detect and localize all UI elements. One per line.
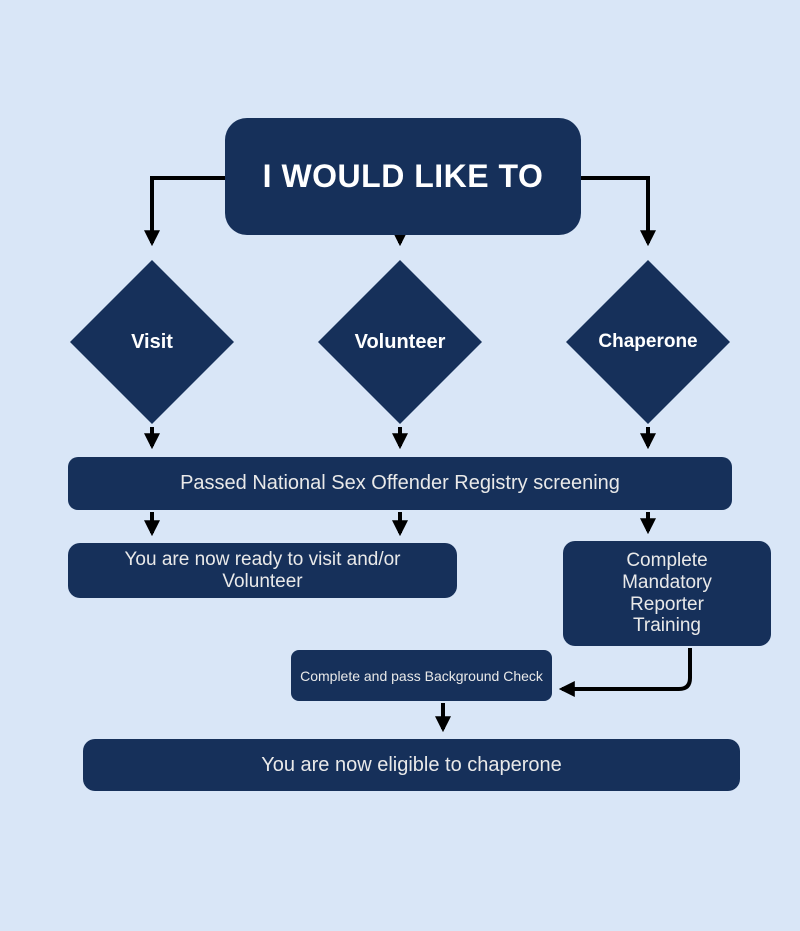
visit-label: Visit — [131, 330, 173, 353]
diamond-volunteer: Volunteer — [318, 260, 482, 424]
screening-label: Passed National Sex Offender Registry sc… — [180, 472, 620, 494]
eligible-label: You are now eligible to chaperone — [261, 753, 562, 776]
background-check-node: Complete and pass Background Check — [291, 650, 552, 701]
arrow-training-to-background-check — [558, 648, 692, 697]
title-label: I WOULD LIKE TO — [262, 158, 544, 194]
ready-node: You are now ready to visit and/or Volunt… — [68, 543, 457, 598]
eligible-node: You are now eligible to chaperone — [83, 739, 740, 791]
title-node: I WOULD LIKE TO — [225, 118, 581, 235]
mandatory-training-node: Complete Mandatory Reporter Training — [563, 541, 771, 646]
arrow-title-to-chaperone — [581, 176, 656, 247]
chaperone-label: Chaperone — [598, 331, 698, 352]
mandatory-training-label: Complete Mandatory Reporter Training — [622, 549, 712, 637]
diamond-visit: Visit — [70, 260, 234, 424]
background-check-label: Complete and pass Background Check — [300, 667, 543, 684]
diamond-chaperone: Chaperone — [566, 260, 730, 424]
volunteer-label: Volunteer — [354, 330, 446, 353]
ready-label: You are now ready to visit and/or Volunt… — [124, 548, 401, 592]
arrow-title-to-visit — [144, 176, 225, 247]
screening-node: Passed National Sex Offender Registry sc… — [68, 457, 732, 510]
